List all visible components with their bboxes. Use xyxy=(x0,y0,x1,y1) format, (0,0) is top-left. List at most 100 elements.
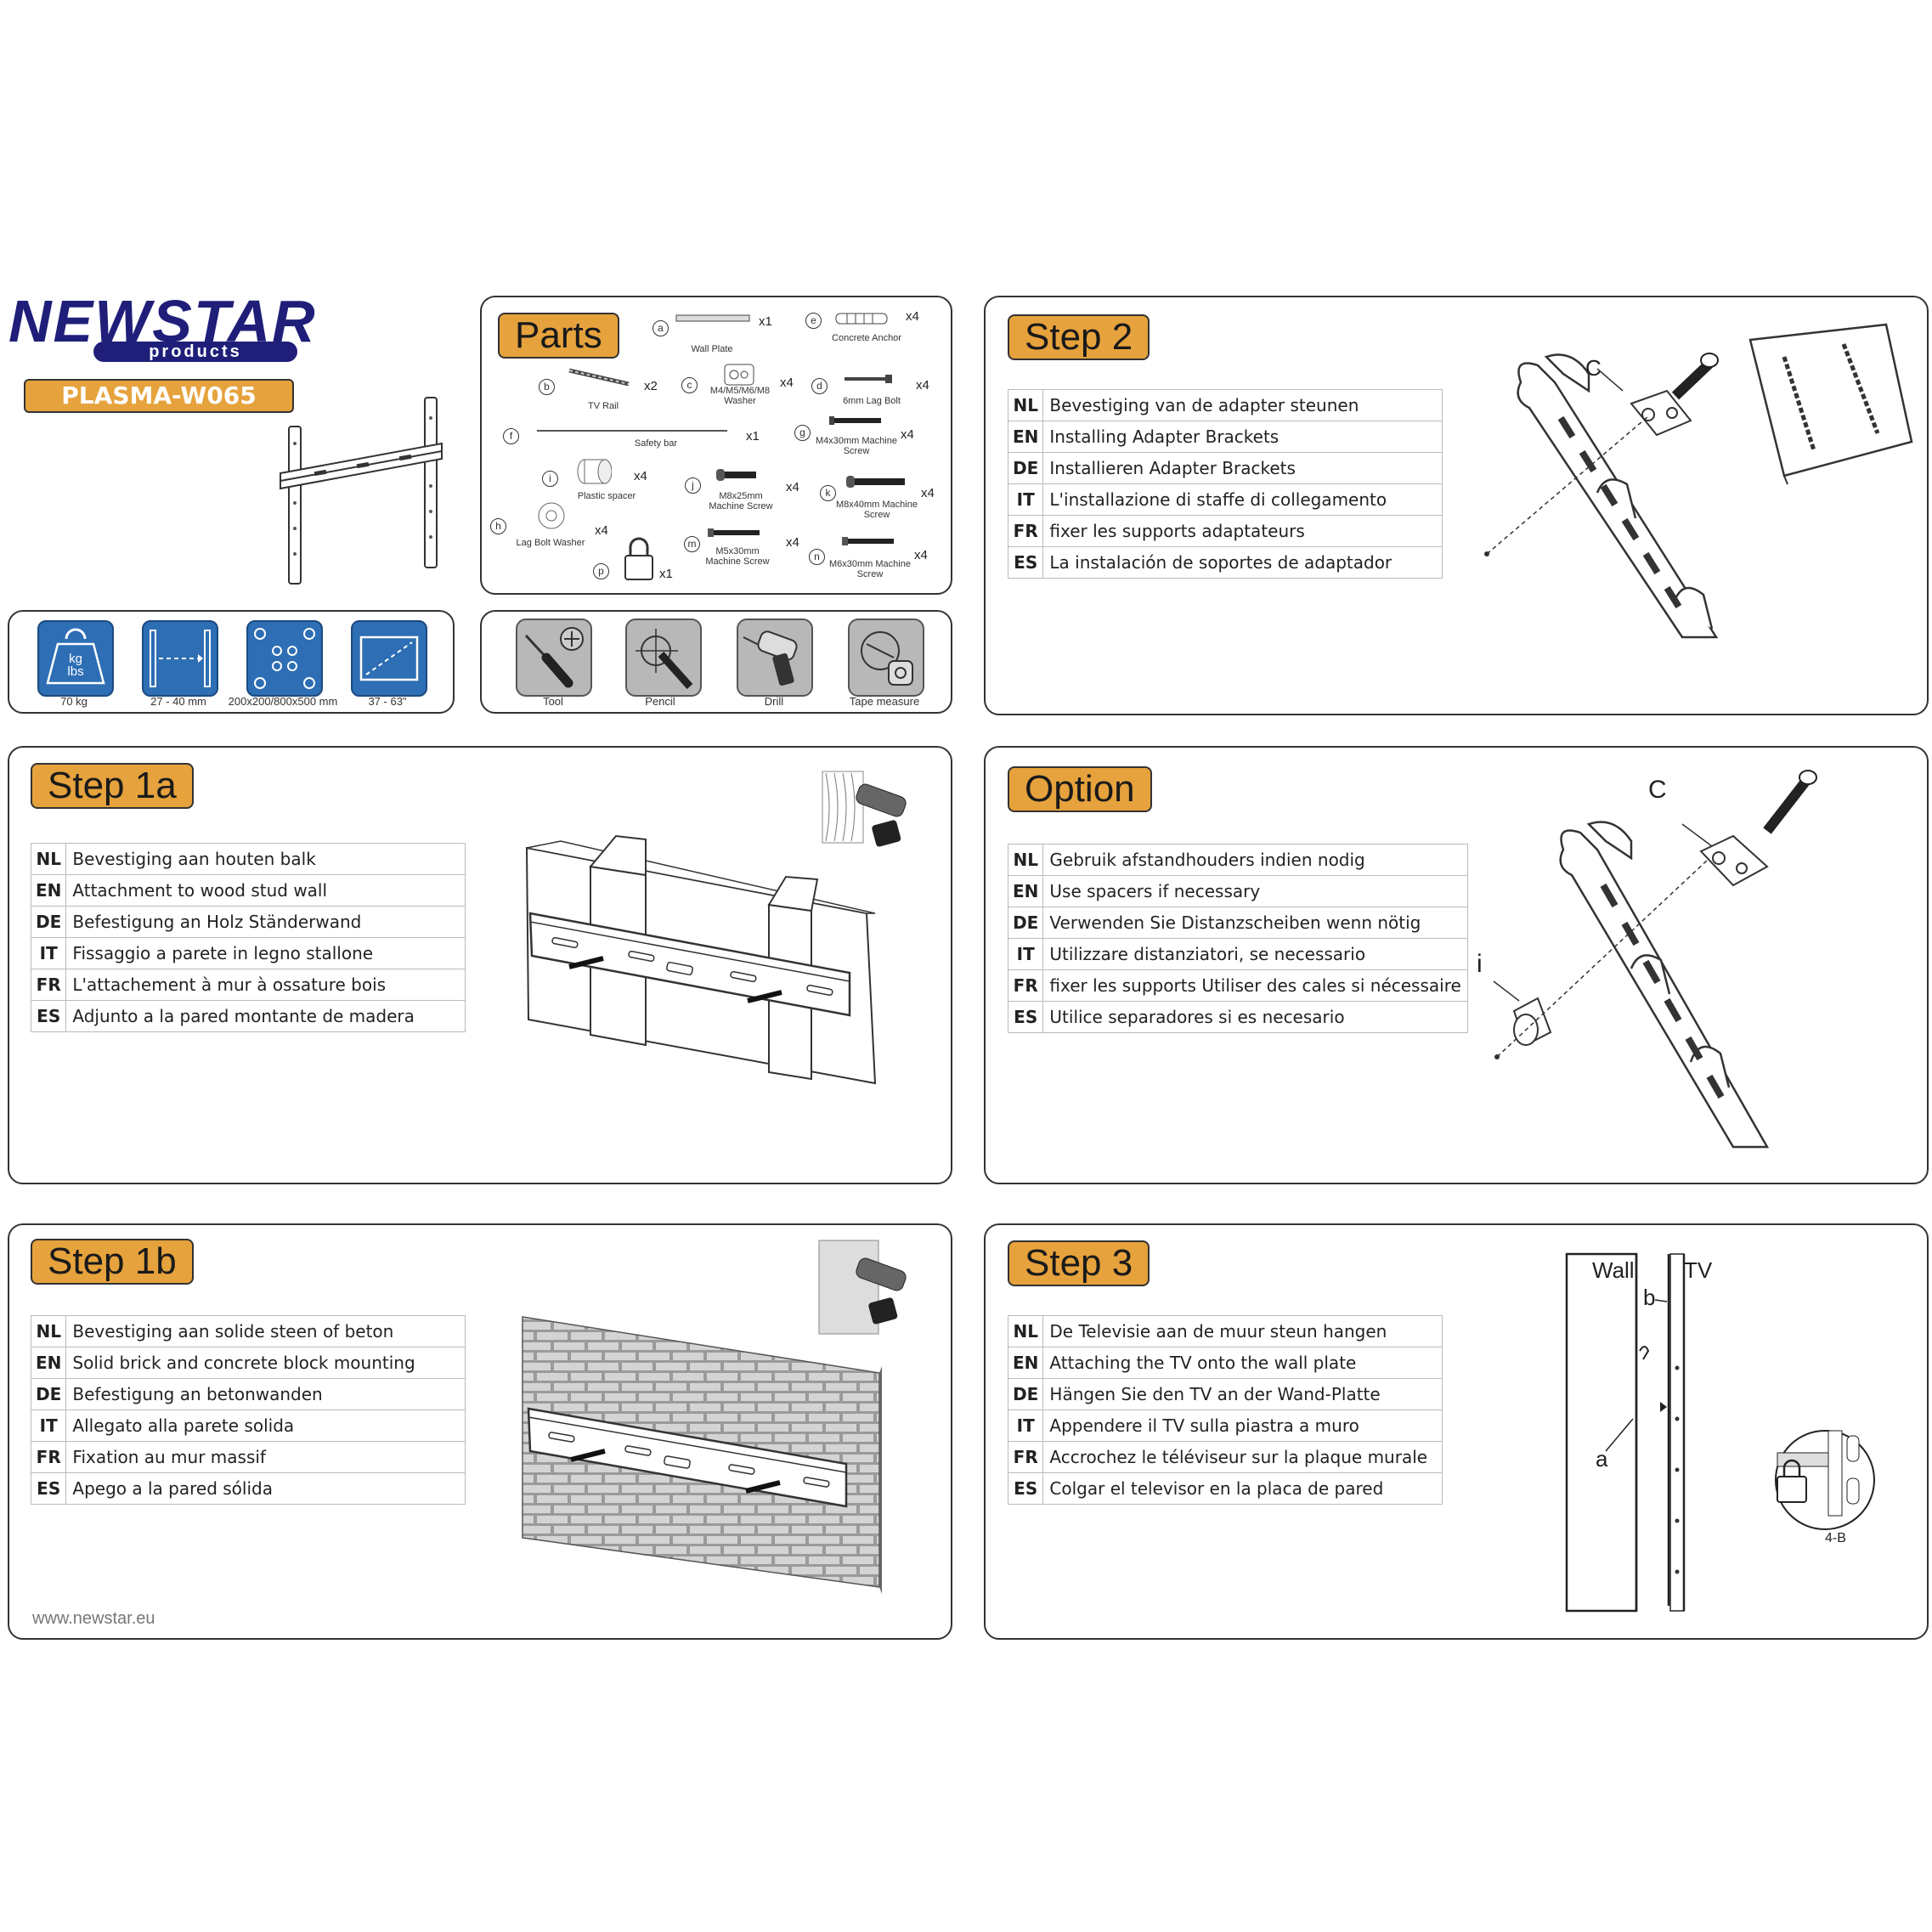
step3-label-wall: Wall xyxy=(1592,1257,1635,1283)
padlock-icon xyxy=(624,537,653,580)
part-letter-b: b xyxy=(539,379,555,395)
part-qty-p: x1 xyxy=(659,567,673,581)
part-letter-g: g xyxy=(794,425,811,441)
m6-screw-icon xyxy=(842,537,894,545)
logo-subtitle: products xyxy=(149,342,242,361)
pencil-icon xyxy=(625,619,702,697)
tool-label-drill: Drill xyxy=(764,695,784,708)
spec-screen-size-label: 37 - 63" xyxy=(368,695,407,708)
wall-plate-icon xyxy=(675,314,750,322)
product-image xyxy=(280,397,443,585)
part-name-f: Safety bar xyxy=(634,438,678,449)
part-qty-e: x4 xyxy=(906,309,919,324)
tool-label-tape-measure: Tape measure xyxy=(849,695,920,708)
concrete-anchor-icon xyxy=(835,313,888,325)
option-label-c: C xyxy=(1648,776,1667,804)
m8x25-screw-icon xyxy=(716,469,756,481)
part-name-b: TV Rail xyxy=(587,401,619,411)
svg-text:lbs: lbs xyxy=(67,664,83,679)
step2-title: Step 2 xyxy=(1008,314,1150,360)
option-title: Option xyxy=(1008,766,1152,812)
part-letter-f: f xyxy=(503,428,519,444)
spec-vesa-label: 200x200/800x500 mm xyxy=(228,695,338,708)
drill-icon xyxy=(737,619,813,697)
step3-figure xyxy=(1565,1252,1875,1613)
step3-label-a: a xyxy=(1596,1446,1608,1472)
vesa-icon xyxy=(246,620,323,697)
model-name: PLASMA-W065 xyxy=(61,381,257,410)
step1a-title: Step 1a xyxy=(31,763,194,809)
website-url: www.newstar.eu xyxy=(32,1609,155,1628)
option-label-i: i xyxy=(1477,950,1483,978)
part-name-m: M5x30mm Machine Screw xyxy=(705,546,770,567)
part-qty-a: x1 xyxy=(759,314,772,329)
part-letter-p: p xyxy=(593,563,609,579)
part-qty-d: x4 xyxy=(916,378,929,393)
step2-label-c: C xyxy=(1585,355,1602,381)
lag-bolt-washer-icon xyxy=(538,502,565,529)
step2-figure xyxy=(1484,323,1913,639)
part-name-h: Lag Bolt Washer xyxy=(516,538,585,548)
part-name-j: M8x25mm Machine Screw xyxy=(709,491,773,511)
option-figure xyxy=(1493,770,1817,1149)
lag-bolt-icon xyxy=(845,375,892,383)
part-letter-d: d xyxy=(811,378,828,394)
step3-label-tv: TV xyxy=(1684,1257,1713,1283)
spec-weight-label: 70 kg xyxy=(60,695,88,708)
part-name-a: Wall Plate xyxy=(691,344,733,354)
spec-distance-label: 27 - 40 mm xyxy=(150,695,206,708)
part-name-c: M4/M5/M6/M8 Washer xyxy=(709,386,771,406)
svg-text:kg: kg xyxy=(69,652,82,666)
step3-detail-label: 4-B xyxy=(1825,1531,1846,1545)
step1b-figure xyxy=(522,1240,907,1594)
tape-measure-icon xyxy=(848,619,924,697)
screen-size-icon xyxy=(351,620,427,697)
part-letter-m: m xyxy=(684,536,700,552)
part-name-e: Concrete Anchor xyxy=(832,333,901,343)
tv-rail-icon xyxy=(568,368,630,387)
plastic-spacer-icon xyxy=(577,459,612,484)
logo-subtitle-bar: products xyxy=(93,342,297,362)
model-badge: PLASMA-W065 xyxy=(24,379,294,413)
screwdriver-icon xyxy=(516,619,592,697)
m5-screw-icon xyxy=(708,528,760,537)
step3-label-b: b xyxy=(1643,1285,1656,1310)
part-qty-b: x2 xyxy=(644,379,658,393)
part-name-d: 6mm Lag Bolt xyxy=(843,396,901,406)
m4-screw-icon xyxy=(829,416,881,425)
safety-bar-icon xyxy=(537,430,727,432)
part-qty-k: x4 xyxy=(921,486,935,500)
step1b-title: Step 1b xyxy=(31,1239,194,1285)
m8x40-screw-icon xyxy=(846,476,905,488)
part-name-i: Plastic spacer xyxy=(577,491,636,501)
part-name-k: M8x40mm Machine Screw xyxy=(836,500,918,520)
